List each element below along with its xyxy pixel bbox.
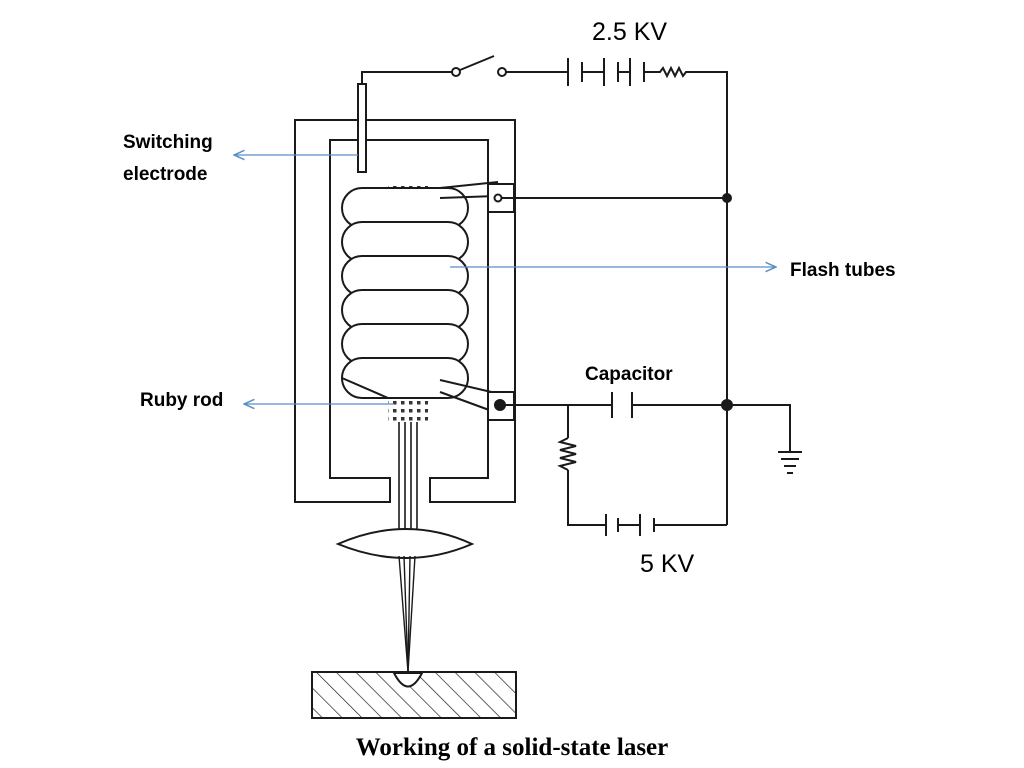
flash-tube-coil xyxy=(341,187,469,399)
ground-symbol xyxy=(778,451,802,474)
figure-caption: Working of a solid-state laser xyxy=(355,734,669,761)
focusing-lens xyxy=(335,528,475,559)
supply-battery xyxy=(605,514,655,536)
label-supply-voltage: 5 KV xyxy=(640,550,695,578)
terminals xyxy=(487,183,515,421)
focused-beam xyxy=(398,555,416,673)
label-high-voltage: 2.5 KV xyxy=(592,18,667,46)
workpiece xyxy=(311,671,517,719)
label-flash-tubes: Flash tubes xyxy=(790,260,896,281)
capacitor-symbol xyxy=(611,392,633,418)
label-capacitor: Capacitor xyxy=(585,364,673,385)
label-ruby-rod: Ruby rod xyxy=(140,390,223,411)
laser-beam xyxy=(398,422,418,534)
junction-dot xyxy=(721,399,733,411)
label-switching-line2: electrode xyxy=(123,164,207,185)
label-switching-line1: Switching xyxy=(123,132,213,153)
pointer-arrows xyxy=(234,155,776,404)
switching-electrode xyxy=(357,55,507,173)
resistor-symbol xyxy=(557,437,577,471)
junction-dot xyxy=(722,193,732,203)
top-circuit xyxy=(506,58,728,525)
wires xyxy=(500,197,791,526)
